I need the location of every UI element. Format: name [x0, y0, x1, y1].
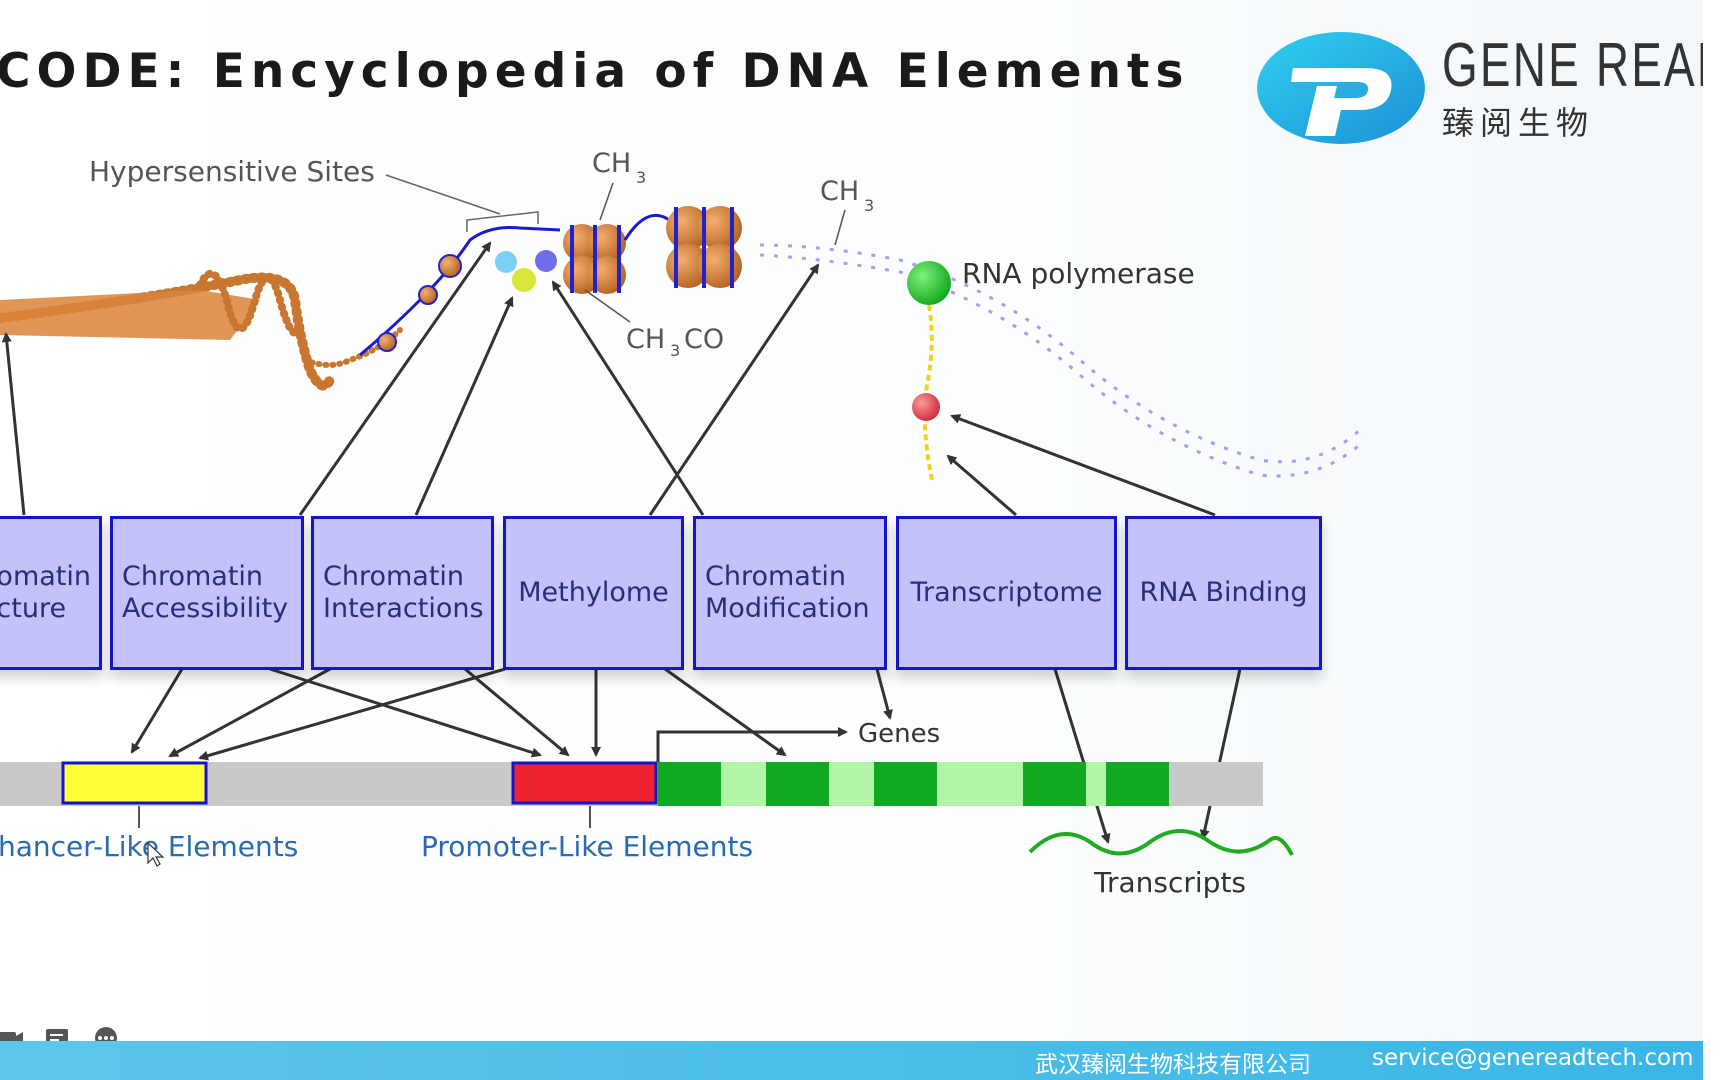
acetyl-suffix: CO — [684, 324, 724, 355]
acetyl-label: CH — [626, 324, 665, 355]
box-chromatin-accessibility: Chromatin Accessibility — [110, 516, 304, 670]
logo-chinese-name: 臻阅生物 — [1442, 105, 1595, 141]
nucleosome-cluster — [563, 206, 742, 294]
logo-wordmark: GENE READ — [1442, 31, 1728, 100]
box-chromatin-structure: omatin cture — [0, 516, 102, 670]
box-chromatin-modification: Chromatin Modification — [693, 516, 887, 670]
footer-email: service@genereadtech.com — [1372, 1045, 1694, 1071]
rna-polymerase-label: RNA polymerase — [962, 257, 1195, 290]
hypersensitive-sites-label: Hypersensitive Sites — [89, 155, 375, 188]
mouse-cursor-icon — [147, 841, 165, 867]
box-chromatin-interactions: Chromatin Interactions — [311, 516, 494, 670]
lower-arrows — [130, 667, 1242, 844]
promoter-element — [511, 761, 658, 805]
enhancer-element — [61, 761, 208, 805]
gene-read-logo-icon — [1257, 32, 1425, 144]
right-edge-strip — [1703, 0, 1728, 1080]
transcripts-wave — [1028, 829, 1294, 856]
chromatin-fiber — [0, 269, 403, 391]
rna-polymerase-icon — [907, 261, 951, 305]
footer-company-name: 武汉臻阅生物科技有限公司 — [1035, 1052, 1311, 1078]
box-rna-binding: RNA Binding — [1125, 516, 1322, 670]
ch3-label: CH — [592, 148, 631, 179]
rna-binding-protein-icon — [912, 393, 940, 421]
ch3-subscript: 3 — [636, 168, 646, 187]
promoter-like-label: Promoter-Like Elements — [421, 830, 753, 863]
gene-body — [658, 762, 1169, 806]
ch3-label-2: CH — [820, 176, 859, 207]
transcripts-label: Transcripts — [1093, 866, 1246, 899]
genes-label: Genes — [858, 719, 940, 749]
box-methylome: Methylome — [503, 516, 684, 670]
encode-diagram: Hypersensitive Sites CH 3 CH 3 CH 3 CO R… — [0, 148, 1367, 899]
upper-arrows — [1, 241, 1216, 517]
slide-title: CODE: Encyclopedia of DNA Elements — [0, 44, 1190, 99]
acetyl-subscript: 3 — [670, 341, 680, 360]
ch3-subscript-2: 3 — [864, 196, 874, 215]
box-transcriptome: Transcriptome — [896, 516, 1117, 670]
footer-bar — [0, 1041, 1703, 1080]
